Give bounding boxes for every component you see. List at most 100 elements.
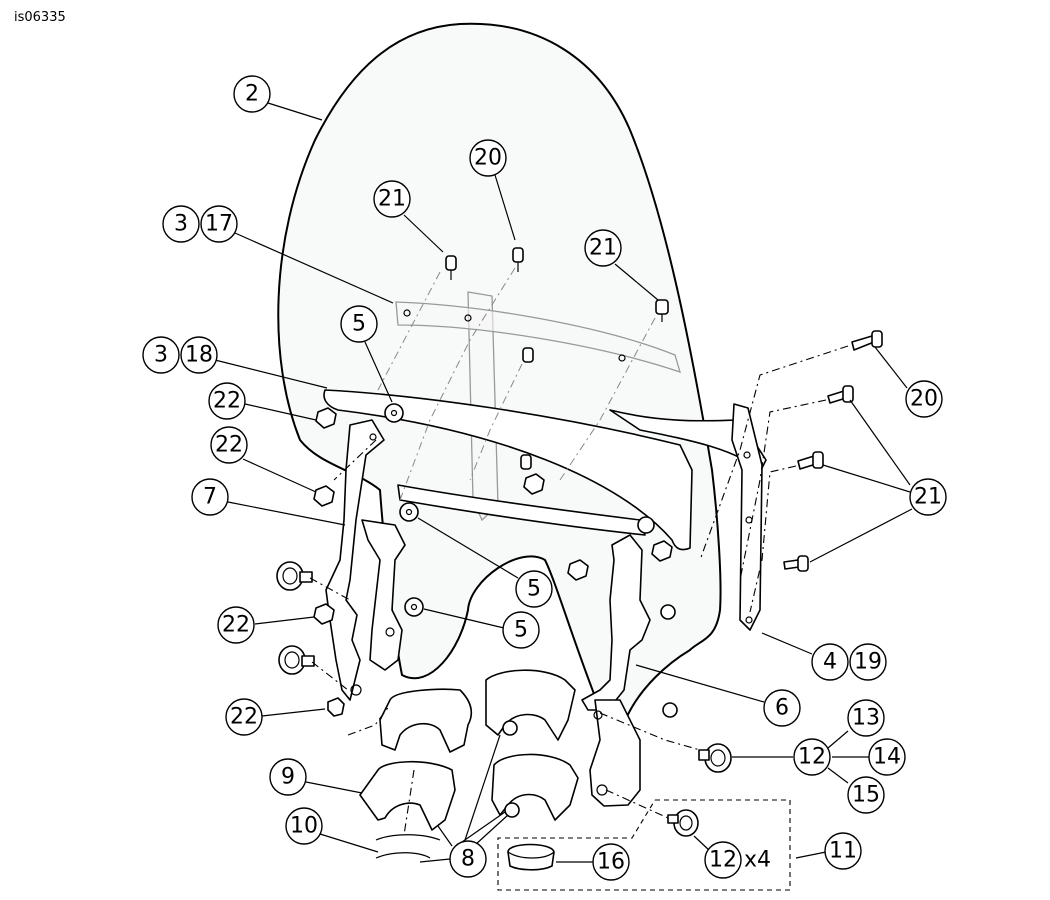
leader-22-a bbox=[244, 403, 317, 421]
callout-3: 3 bbox=[142, 336, 180, 374]
lower-mount-strip bbox=[323, 389, 693, 551]
callout-20: 20 bbox=[905, 380, 943, 418]
handlebar-clamp bbox=[379, 688, 472, 753]
svg-text:5: 5 bbox=[352, 312, 366, 337]
nut bbox=[567, 559, 589, 581]
svg-text:12: 12 bbox=[798, 745, 826, 770]
svg-text:22: 22 bbox=[230, 705, 258, 730]
washer-bore bbox=[390, 409, 398, 417]
svg-text:2: 2 bbox=[245, 82, 259, 107]
rubber-strip bbox=[375, 834, 441, 841]
leader-8-a bbox=[437, 825, 453, 847]
leader-15 bbox=[827, 767, 849, 784]
callout-19: 19 bbox=[849, 643, 887, 681]
leader-22-b bbox=[242, 458, 317, 493]
callout-18: 18 bbox=[180, 336, 218, 374]
assembly-line bbox=[739, 399, 827, 581]
leader-4-19 bbox=[761, 632, 813, 655]
bracket-hole bbox=[350, 684, 362, 696]
side-screw bbox=[797, 451, 824, 470]
callout-5: 5 bbox=[340, 305, 378, 343]
leader-13 bbox=[827, 730, 849, 749]
callout-22: 22 bbox=[210, 426, 248, 464]
svg-text:19: 19 bbox=[854, 650, 882, 675]
svg-text:20: 20 bbox=[474, 146, 502, 171]
svg-text:9: 9 bbox=[281, 765, 295, 790]
assembly-line bbox=[333, 439, 377, 481]
left-knob-fastener bbox=[276, 561, 313, 591]
washer bbox=[404, 597, 424, 617]
svg-text:10: 10 bbox=[290, 814, 318, 839]
nut bbox=[315, 407, 337, 429]
leader-3-18 bbox=[214, 359, 328, 389]
side-screw bbox=[783, 555, 809, 572]
leader-8-c bbox=[464, 734, 501, 841]
assembly-line bbox=[377, 271, 441, 391]
leader-12-kit bbox=[693, 835, 711, 852]
svg-text:17: 17 bbox=[205, 212, 233, 237]
leader-20-right bbox=[874, 346, 908, 389]
washer-bore bbox=[405, 508, 413, 516]
svg-text:4: 4 bbox=[823, 650, 837, 675]
callout-9: 9 bbox=[269, 758, 307, 796]
leader-8-e bbox=[474, 814, 509, 846]
leader-5-low bbox=[423, 608, 505, 629]
washer bbox=[399, 502, 419, 522]
screen-screw bbox=[445, 255, 457, 280]
assembly-line bbox=[311, 661, 349, 691]
callout-16: 16 bbox=[592, 843, 630, 881]
assembly-line bbox=[309, 577, 351, 601]
nut bbox=[313, 603, 335, 625]
svg-text:15: 15 bbox=[852, 783, 880, 808]
assembly-line bbox=[605, 789, 669, 819]
assembly-line bbox=[599, 712, 701, 751]
leader-22-d bbox=[261, 708, 326, 717]
leader-21-side-b bbox=[822, 464, 911, 493]
svg-text:21: 21 bbox=[378, 187, 406, 212]
svg-text:18: 18 bbox=[185, 343, 213, 368]
svg-text:22: 22 bbox=[213, 389, 241, 414]
screen-screw bbox=[512, 247, 524, 272]
nut bbox=[523, 473, 545, 495]
right-knob-fastener bbox=[698, 743, 732, 773]
callout-5: 5 bbox=[515, 570, 553, 608]
callout-20: 20 bbox=[469, 139, 507, 177]
side-screw bbox=[851, 330, 883, 351]
svg-text:3: 3 bbox=[174, 212, 188, 237]
side-strip bbox=[731, 403, 763, 631]
right-bracket-lower bbox=[589, 699, 641, 807]
washer bbox=[660, 604, 676, 620]
leader-21-side-a bbox=[849, 399, 911, 486]
kit-clip bbox=[507, 843, 555, 871]
handlebar-clamp bbox=[359, 760, 456, 831]
callout-21: 21 bbox=[373, 180, 411, 218]
leader-21-right bbox=[614, 263, 659, 301]
washer bbox=[384, 403, 404, 423]
svg-text:7: 7 bbox=[203, 485, 217, 510]
assembly-line bbox=[469, 363, 523, 481]
svg-text:5: 5 bbox=[514, 618, 528, 643]
assembly-line bbox=[749, 465, 797, 613]
callout-21: 21 bbox=[584, 229, 622, 267]
rubber-strip bbox=[375, 852, 431, 859]
strip-hole bbox=[403, 309, 411, 317]
svg-text:14: 14 bbox=[873, 745, 901, 770]
callout-10: 10 bbox=[285, 807, 323, 845]
svg-text:21: 21 bbox=[914, 485, 942, 510]
washer bbox=[662, 702, 678, 718]
callout-22: 22 bbox=[208, 382, 246, 420]
callout-15: 15 bbox=[847, 776, 885, 814]
handlebar-clamp bbox=[491, 753, 579, 821]
svg-text:13: 13 bbox=[852, 706, 880, 731]
washer bbox=[637, 516, 655, 534]
bracket-hole bbox=[369, 433, 377, 441]
callout-13: 13 bbox=[847, 699, 885, 737]
strip-hole bbox=[743, 451, 751, 459]
strip-hole bbox=[745, 616, 753, 624]
leader-7 bbox=[227, 501, 346, 526]
lower-trim-band bbox=[397, 484, 646, 536]
handlebar-clamp bbox=[485, 669, 576, 741]
screen-screw bbox=[522, 347, 534, 363]
bracket-hole bbox=[593, 710, 603, 720]
